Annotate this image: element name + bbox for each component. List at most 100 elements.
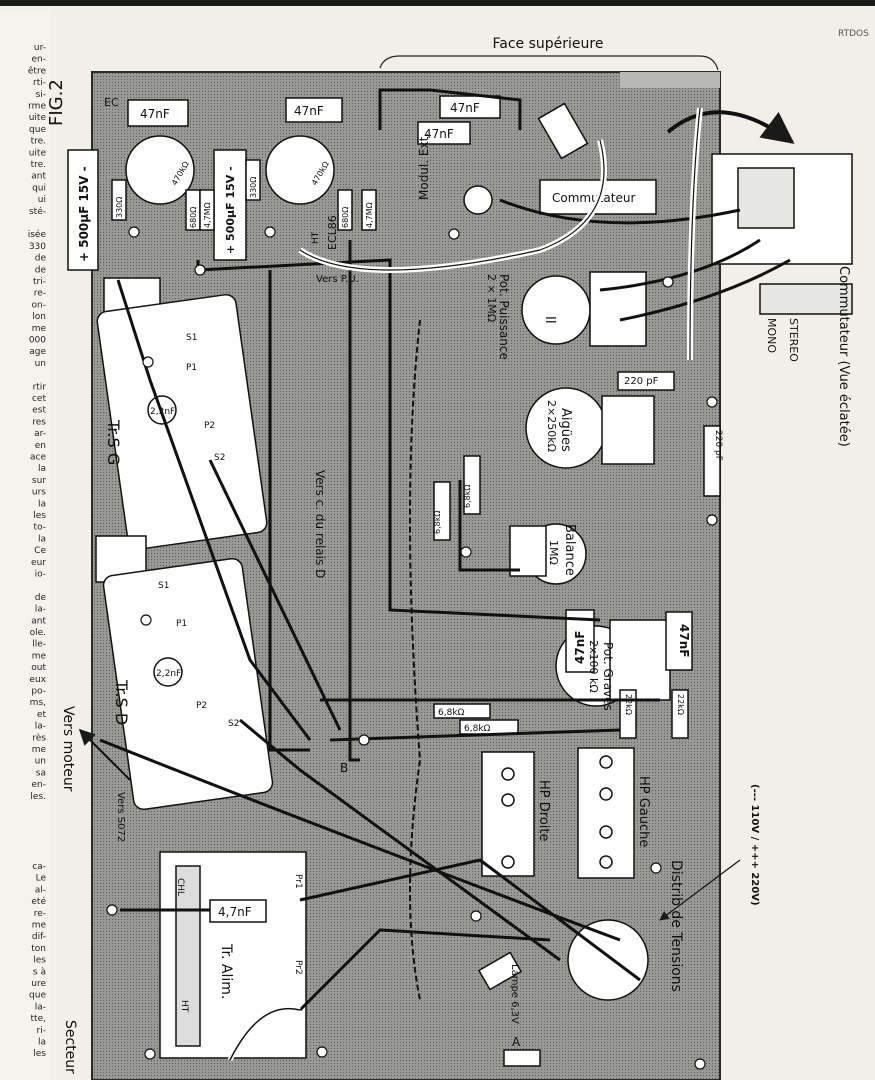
cap-47nF-b-label: 47nF	[294, 104, 324, 118]
res-680-a-label: 680Ω	[189, 207, 198, 228]
wire-h	[116, 279, 312, 741]
voltage-legend: (--- 110V / +++ 220V)	[749, 784, 760, 906]
res-47M-b-label: 4,7MΩ	[365, 202, 374, 228]
hp-gauche-label: HP Gauche	[636, 776, 651, 847]
vers-relais-label: Vers c. du relais D	[313, 470, 327, 578]
cap-47nF-c	[439, 95, 501, 119]
potentiometers	[433, 271, 721, 739]
article-line: sté-	[29, 206, 46, 217]
shielded-cable-outline	[689, 107, 701, 361]
article-line: re-	[34, 289, 46, 299]
tube-socket-right	[265, 135, 335, 205]
res-68k-c-label: 6,8kΩ	[438, 708, 465, 718]
vers-s072-label: Vers S072	[115, 792, 126, 842]
power-labels: 4,7nF Tr. Alim. CHL HT Pr1 Pr2 Distrib d…	[60, 706, 684, 1074]
pot-labels: II Pot. Puissance 2 × 1MΩ Aigües 2×250kΩ…	[433, 274, 723, 734]
tr-alim-label: Tr. Alim.	[218, 943, 234, 999]
article-line: un	[35, 757, 46, 767]
cap-47nF-e-label: 47nF	[573, 631, 587, 664]
article-line: eté	[31, 896, 46, 907]
res-680-b-label: 680Ω	[341, 207, 350, 228]
pot-puissance-symbol: II	[542, 316, 557, 324]
article-line: la	[38, 534, 46, 544]
article-left-text: ur-en-êtrerti-si-rmeuitequetre.uitetre.a…	[28, 43, 47, 1059]
wire-c	[348, 240, 360, 762]
article-line: al-	[35, 885, 46, 895]
wire-i	[208, 459, 342, 731]
pin-s2-g: S2	[214, 453, 225, 463]
twisted-pair	[409, 319, 422, 1001]
article-line: ole.	[30, 628, 46, 638]
trs-d-label: Tr.S D	[112, 679, 131, 725]
article-line: qui	[32, 183, 46, 193]
graves-value: 2x100 kΩ	[587, 640, 600, 693]
article-line: que	[29, 125, 46, 135]
article-line: les	[33, 1049, 46, 1059]
article-line: me	[32, 324, 47, 334]
article-line: un	[35, 359, 46, 369]
pin-p2-d: P2	[196, 701, 207, 711]
pin-s2-d: S2	[228, 719, 239, 729]
res-47M-b	[361, 189, 377, 231]
aigues-value: 2×250kΩ	[545, 400, 558, 452]
article-line: lle-	[32, 640, 46, 650]
fuse-a	[503, 1049, 541, 1067]
article-line: la-	[35, 605, 46, 615]
commutateur-labels: Commutateur Commutateur (Vue éclatée) MO…	[552, 191, 851, 447]
wire-k	[99, 738, 621, 942]
cap-47nF-f-label: 47nF	[677, 624, 691, 657]
article-line: ant	[31, 172, 46, 182]
article-line: me	[32, 745, 47, 755]
wire-e	[499, 198, 741, 225]
mono-label: MONO	[765, 318, 778, 353]
res-330-b	[245, 159, 261, 201]
cap-47nF-b	[285, 97, 343, 123]
stereo-label: STEREO	[787, 318, 800, 362]
vers-pu-label: Vers P.U.	[316, 274, 359, 285]
article-line: urs	[32, 488, 46, 498]
tube-socket-left	[125, 135, 195, 205]
pin-p1-d: P1	[176, 619, 187, 629]
ht-label: HT	[179, 1000, 189, 1013]
trs-d-cap	[153, 657, 183, 687]
aigues-label: Aigües	[558, 408, 573, 452]
wire-o	[329, 728, 621, 742]
cap-47nF-d-label: 47nF	[424, 127, 454, 141]
pot-balance-body	[509, 525, 547, 577]
article-line: Le	[36, 874, 47, 884]
jack-modul	[463, 185, 493, 215]
commutateur-pos-box	[759, 283, 853, 315]
pot-puissance	[521, 275, 591, 345]
lampe	[477, 951, 523, 991]
article-line: ace	[30, 453, 46, 463]
article-line: Ce	[34, 546, 46, 556]
article-line: la-	[35, 722, 46, 732]
cap-47nF-a	[127, 99, 189, 127]
article-line: to-	[34, 523, 46, 533]
chl-label: CHL	[175, 878, 185, 896]
switch-lever	[537, 102, 589, 160]
screws	[106, 226, 718, 1070]
pot-aigues-body	[601, 395, 655, 465]
article-line: si-	[36, 90, 46, 100]
article-line: cet	[32, 394, 46, 404]
article-line: sa	[36, 768, 46, 778]
mains-cord-outline	[229, 1007, 301, 1061]
article-line: ant	[31, 616, 46, 626]
article-line: ri-	[37, 1026, 46, 1036]
balance-label: Balance	[562, 524, 577, 576]
wire-b	[268, 270, 310, 752]
header-label: Face supérieure	[493, 36, 604, 52]
res-47M-a	[199, 189, 215, 231]
article-line: la	[38, 1038, 46, 1048]
graves-label: Pot. Graves	[601, 642, 615, 711]
article-line: eux	[29, 675, 46, 685]
res-330-a-label: 330Ω	[115, 197, 124, 218]
balance-value: 1MΩ	[547, 540, 560, 565]
article-line: la	[38, 499, 46, 509]
speaker-outputs	[481, 747, 635, 879]
vers-moteur-arrow	[78, 728, 131, 781]
article-line: les	[33, 956, 46, 966]
res-68k-d-label: 6,8kΩ	[464, 724, 491, 734]
article-line: s à	[33, 967, 46, 977]
